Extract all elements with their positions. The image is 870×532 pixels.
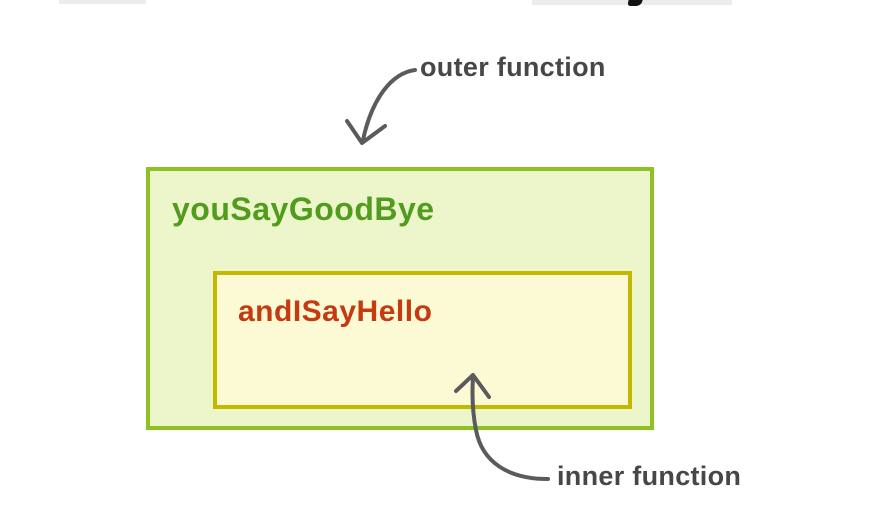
inner-function-box: andISayHello	[213, 271, 632, 409]
top-right-page-fragment	[532, 0, 732, 6]
inner-function-name: andISayHello	[238, 295, 433, 328]
top-left-page-fragment	[59, 0, 146, 4]
cropped-letter-fragment	[627, 0, 643, 6]
outer-function-label: outer function	[420, 52, 606, 82]
outer-function-arrow	[345, 68, 417, 145]
inner-function-label: inner function	[557, 461, 742, 491]
outer-function-box: youSayGoodBye andISayHello	[146, 167, 654, 430]
outer-function-name: youSayGoodBye	[172, 191, 435, 227]
